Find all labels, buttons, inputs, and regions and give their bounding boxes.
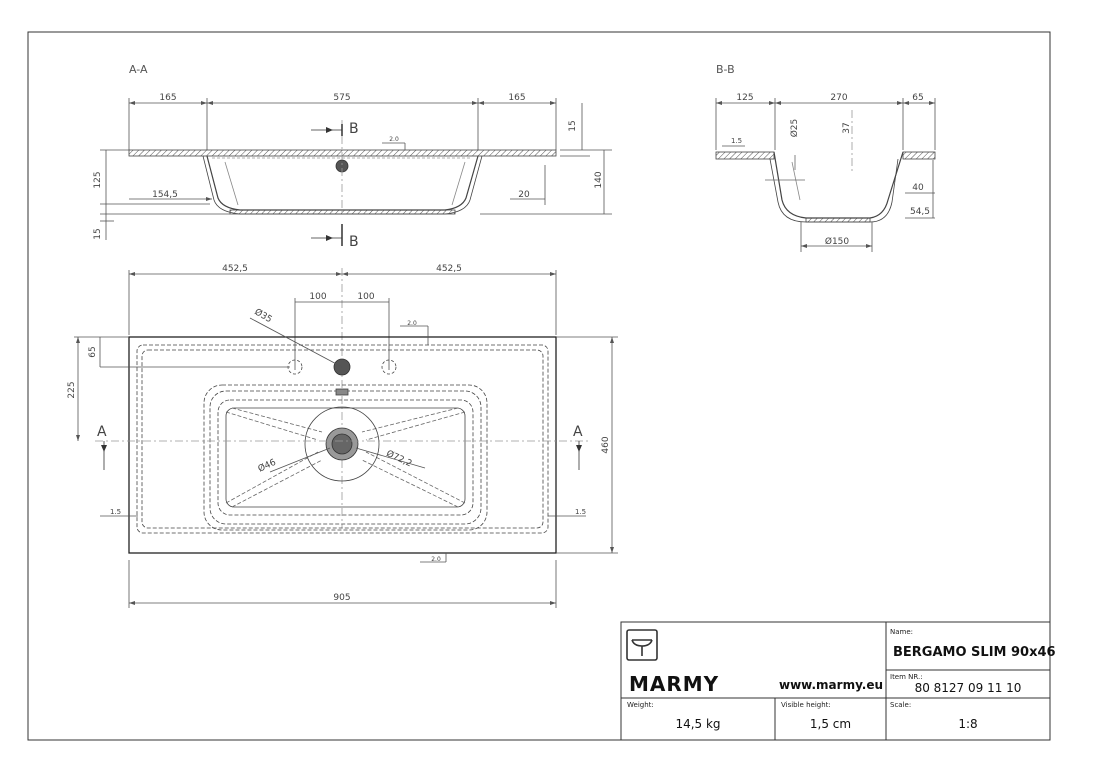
dim-bb-slope: 1.5 bbox=[731, 137, 742, 145]
dim-plan-depth: 460 bbox=[601, 436, 611, 453]
dim-plan-half-right: 452,5 bbox=[436, 264, 462, 274]
dim-aa-rim: 20 bbox=[518, 190, 530, 200]
dim-plan-edge-top: 65 bbox=[88, 346, 98, 357]
dim-bb-middle: 270 bbox=[830, 93, 847, 103]
dim-plan-waste-inner: Ø46 bbox=[256, 457, 278, 475]
dim-plan-hole: Ø35 bbox=[252, 306, 274, 325]
title-block-frame bbox=[620, 621, 1051, 741]
dim-aa-middle: 575 bbox=[333, 93, 350, 103]
dim-bb-37: 37 bbox=[842, 122, 852, 133]
visible-height-value: 1,5 cm bbox=[809, 717, 852, 731]
section-marker-b-bottom: B bbox=[349, 234, 359, 250]
scale-label: Scale: bbox=[890, 701, 912, 709]
section-marker-a-left: A bbox=[97, 424, 107, 440]
scale-value: 1:8 bbox=[958, 717, 978, 731]
dim-aa-right: 165 bbox=[508, 93, 525, 103]
dim-bb-40: 40 bbox=[912, 183, 924, 193]
section-aa-title: A-A bbox=[129, 63, 148, 76]
dim-plan-width: 905 bbox=[333, 593, 350, 603]
product-name: BERGAMO SLIM 90x46 bbox=[893, 645, 1056, 660]
dim-plan-side-right: 1.5 bbox=[575, 508, 586, 516]
dim-plan-side-left: 1.5 bbox=[110, 508, 121, 516]
dim-aa-height: 140 bbox=[594, 171, 604, 188]
dim-aa-inner: 154,5 bbox=[152, 190, 178, 200]
dim-plan-tap-right: 100 bbox=[357, 292, 374, 302]
dim-aa-top-right: 15 bbox=[568, 120, 578, 131]
dim-bb-r25: Ø25 bbox=[789, 119, 800, 138]
dim-aa-depth: 125 bbox=[93, 171, 103, 188]
dim-plan-bottom-t: 2.0 bbox=[431, 556, 441, 563]
sheet-border bbox=[27, 31, 1051, 741]
section-marker-b-top: B bbox=[349, 121, 359, 137]
dim-aa-thickness: 2.0 bbox=[389, 136, 399, 143]
section-bb-title: B-B bbox=[716, 63, 735, 76]
dim-plan-center: 225 bbox=[67, 381, 77, 398]
section-bb-labels: B-B 125 270 65 1.5 Ø25 37 40 54,5 Ø150 bbox=[716, 63, 930, 247]
section-aa-view bbox=[100, 98, 612, 246]
item-label: Item NR.: bbox=[890, 673, 923, 681]
plan-view bbox=[74, 268, 618, 608]
dim-plan-tap-left: 100 bbox=[309, 292, 326, 302]
item-number: 80 8127 09 11 10 bbox=[914, 681, 1022, 695]
name-label: Name: bbox=[890, 628, 914, 636]
section-bb-view bbox=[715, 98, 936, 252]
section-marker-a-right: A bbox=[573, 424, 583, 440]
dim-bb-right: 65 bbox=[912, 93, 923, 103]
section-aa-labels: A-A 165 575 165 125 15 154,5 20 15 140 2… bbox=[93, 63, 604, 250]
brand-name: MARMY bbox=[629, 672, 720, 696]
website-url[interactable]: www.marmy.eu bbox=[779, 678, 884, 692]
dim-plan-waste-outer: Ø72,2 bbox=[384, 448, 413, 469]
dim-bb-left: 125 bbox=[736, 93, 753, 103]
dim-aa-bottom: 15 bbox=[93, 228, 103, 239]
dim-bb-54: 54,5 bbox=[910, 207, 930, 217]
dim-plan-half-left: 452,5 bbox=[222, 264, 248, 274]
dim-plan-thickness: 2.0 bbox=[407, 320, 417, 327]
dim-bb-drain: Ø150 bbox=[825, 236, 850, 247]
weight-label: Weight: bbox=[627, 701, 654, 709]
weight-value: 14,5 kg bbox=[675, 717, 721, 731]
visible-height-label: Visible height: bbox=[781, 701, 831, 709]
dim-aa-left: 165 bbox=[159, 93, 176, 103]
marmy-logo-icon bbox=[626, 629, 658, 661]
